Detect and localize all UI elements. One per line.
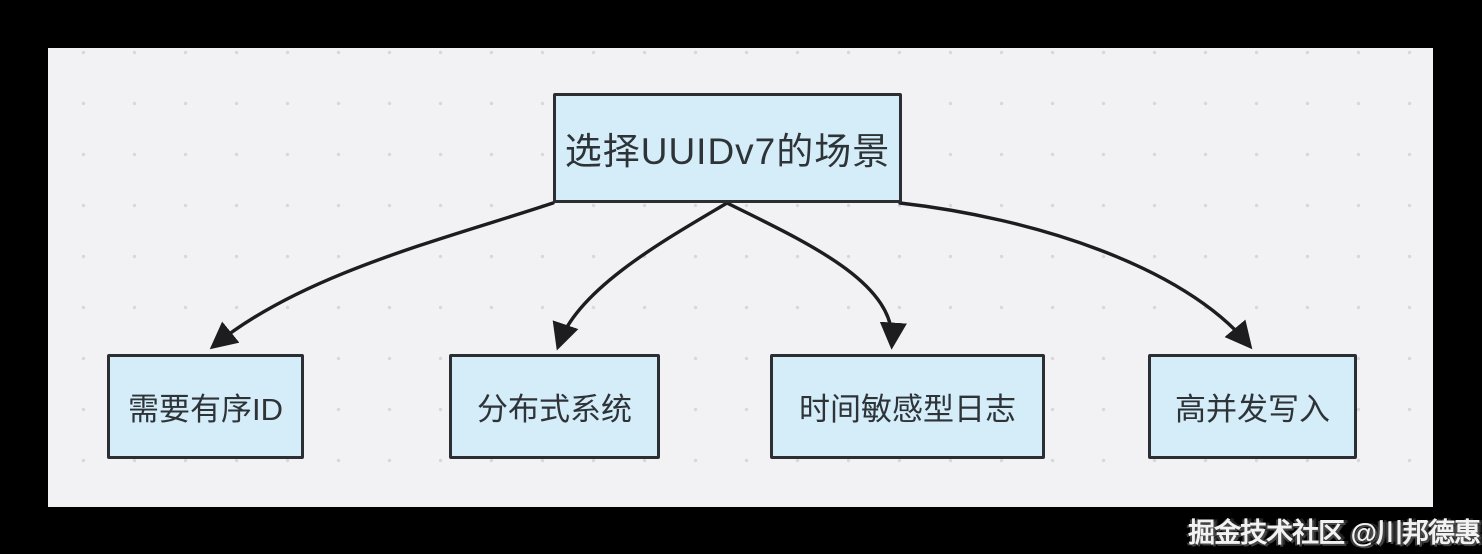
node-label: 分布式系统 xyxy=(477,392,632,427)
node-label: 时间敏感型日志 xyxy=(799,392,1016,427)
node-high-concurrency-writes: 高并发写入 xyxy=(1148,354,1357,459)
diagram-canvas: 选择UUIDv7的场景 需要有序ID 分布式系统 时间敏感型日志 高并发写入 xyxy=(48,48,1433,507)
arrow-root-to-distributed-system xyxy=(552,201,729,351)
node-ordered-id: 需要有序ID xyxy=(107,354,304,459)
node-time-sensitive-logs: 时间敏感型日志 xyxy=(770,354,1045,459)
node-uuidv7-scenarios: 选择UUIDv7的场景 xyxy=(553,93,902,203)
arrow-root-to-high-concurrency-writes xyxy=(898,201,1253,350)
watermark: 掘金技术社区 @川邦德惠 xyxy=(1188,518,1481,548)
arrow-root-to-time-sensitive-logs xyxy=(725,201,907,350)
arrow-root-to-ordered-id xyxy=(209,201,555,350)
node-label: 选择UUIDv7的场景 xyxy=(564,131,891,172)
node-label: 高并发写入 xyxy=(1175,392,1330,427)
arrows-layer xyxy=(209,201,1253,351)
node-label: 需要有序ID xyxy=(128,392,283,427)
node-distributed-system: 分布式系统 xyxy=(449,354,660,459)
